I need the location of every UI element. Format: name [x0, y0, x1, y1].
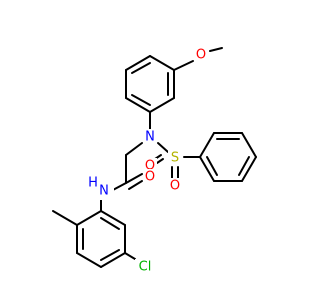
- atom-label-o-carbonyl: O: [145, 170, 155, 185]
- atom-label-h-amide: H: [88, 176, 98, 191]
- atom-label-o-sulfonyl-bottom: O: [170, 179, 180, 194]
- atom-o-methoxy: O: [194, 47, 208, 63]
- atom-label-o-sulfonyl-left: O: [145, 159, 155, 174]
- atom-label-cl: Cl: [139, 260, 152, 275]
- atom-label-n-sulfonamide: N: [145, 130, 155, 145]
- atom-label-o-methoxy: O: [196, 48, 206, 63]
- atom-o-carbonyl: O: [143, 169, 157, 185]
- atom-o-sulfonyl-bottom: O: [168, 178, 182, 194]
- molecule-structure: O N S O O O H N Cl: [52, 47, 257, 275]
- atom-label-nh-amide: N: [99, 184, 109, 199]
- bond-lines: [52, 47, 257, 268]
- atom-cl: Cl: [135, 259, 155, 275]
- atom-nh-amide: H N: [86, 176, 114, 200]
- atom-labels: O N S O O O H N Cl: [86, 47, 208, 275]
- atom-n-sulfonamide: N: [143, 129, 157, 145]
- atom-label-s-sulfonyl: S: [171, 151, 179, 166]
- atom-s-sulfonyl: S: [168, 150, 182, 166]
